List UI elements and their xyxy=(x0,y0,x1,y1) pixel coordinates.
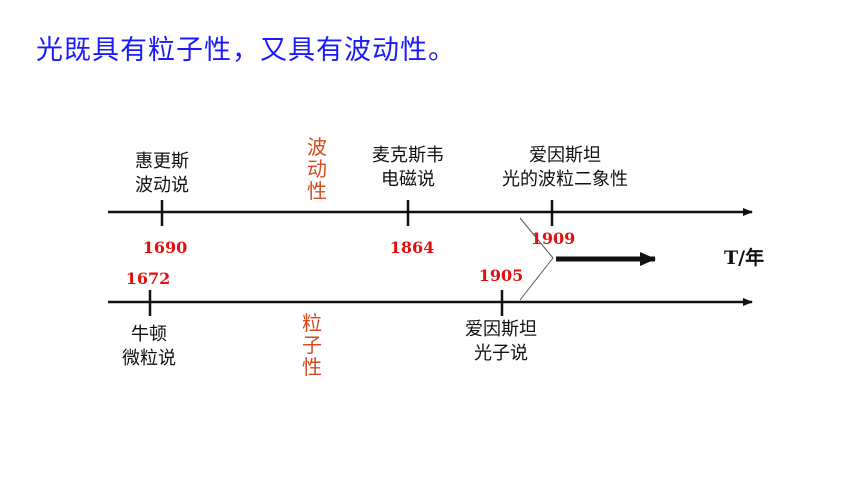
particle-property-label: 粒子性 xyxy=(302,311,322,379)
year-1864: 1864 xyxy=(389,238,435,257)
einstein-photon-label: 爱因斯坦 光子说 xyxy=(465,319,537,364)
huygens-label: 惠更斯 波动说 xyxy=(135,151,189,196)
merge-line-upper xyxy=(519,217,554,259)
page-title: 光既具有粒子性，又具有波动性。 xyxy=(36,35,456,66)
merge-line-lower xyxy=(519,257,554,301)
einstein-duality-label: 爱因斯坦 光的波粒二象性 xyxy=(502,145,628,190)
wave-property-label: 波动性 xyxy=(307,135,327,203)
axis-label: T/年 xyxy=(724,247,765,269)
year-1905: 1905 xyxy=(478,266,524,285)
year-1690: 1690 xyxy=(142,238,188,257)
year-1909: 1909 xyxy=(530,229,576,248)
maxwell-label: 麦克斯韦 电磁说 xyxy=(372,145,444,190)
year-1672: 1672 xyxy=(125,269,171,288)
newton-label: 牛顿 微粒说 xyxy=(122,324,176,369)
